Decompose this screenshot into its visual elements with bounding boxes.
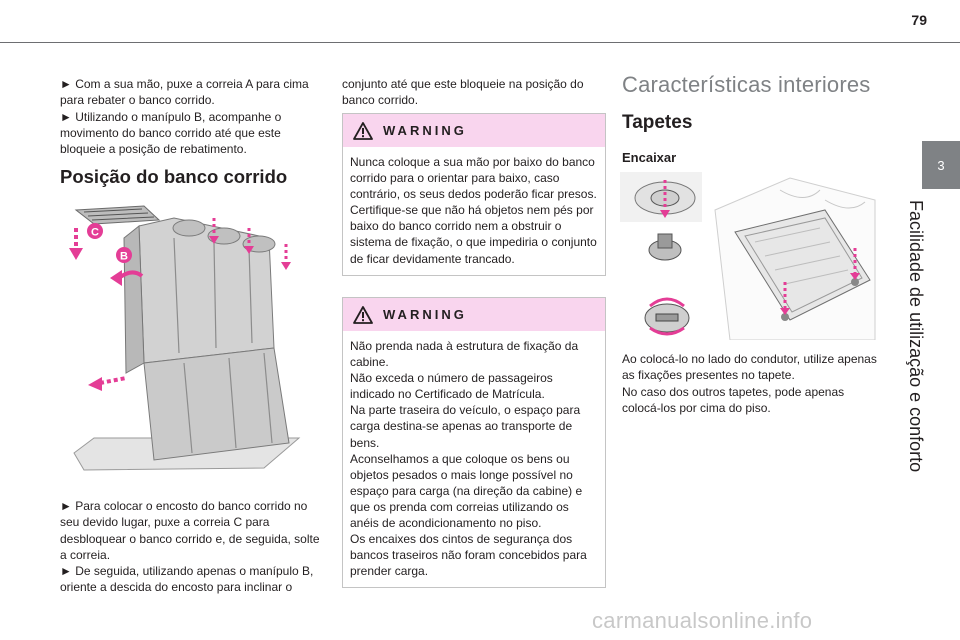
header-divider [0,42,960,43]
warning-box-1: WARNING Nunca coloque a sua mão por baix… [342,113,606,276]
page-number: 79 [911,12,927,28]
warning-paragraph: Não prenda nada à estrutura de fixação d… [350,339,579,370]
mats-paragraph-others: No caso dos outros tapetes, pode apenas … [622,384,845,415]
instruction-strap-c: ► Para colocar o encosto do banco corrid… [60,499,320,562]
warning-box-2: WARNING Não prenda nada à estrutura de f… [342,297,606,589]
section-title-bench-position: Posição do banco corrido [60,166,288,187]
warning-triangle-icon [353,305,373,324]
warning-paragraph: Nunca coloque a sua mão por baixo do ban… [350,155,597,202]
watermark: carmanualsonline.info [592,608,813,633]
intro-instructions: ► Com a sua mão, puxe a correia A para c… [60,76,323,157]
instruction-strap-a: ► Com a sua mão, puxe a correia A para c… [60,77,309,108]
chapter-heading: Características interiores [622,72,871,97]
warning-header: WARNING [343,114,605,147]
chapter-title: Facilidade de utilização e conforto [906,200,926,473]
warning-title: WARNING [383,123,467,138]
warning-title: WARNING [383,307,467,322]
instruction-handle-b-descent: ► De seguida, utilizando apenas o manípu… [60,564,314,595]
floor-mat-illustration [620,172,876,340]
mats-paragraph-driver: Ao colocá-lo no lado do condutor, utiliz… [622,352,877,383]
warning-paragraph: Certifique-se que não há objetos nem pés… [350,203,597,266]
instruction-handle-b: ► Utilizando o manípulo B, acompanhe o m… [60,109,282,157]
warning-paragraph: Aconselhamos a que coloque os bens ou ob… [350,451,583,531]
continuation-text: conjunto até que este bloqueie na posiçã… [342,76,604,109]
reposition-instructions: ► Para colocar o encosto do banco corrid… [60,498,323,596]
subsection-title-fit: Encaixar [622,150,677,165]
continuation-paragraph: conjunto até que este bloqueie na posiçã… [342,77,584,108]
warning-paragraph: Não exceda o número de passageiros indic… [350,371,553,402]
chapter-tab[interactable]: 3 [922,141,960,189]
warning-paragraph: Na parte traseira do veículo, o espaço p… [350,403,581,450]
mats-description: Ao colocá-lo no lado do condutor, utiliz… [622,351,886,416]
bench-seat-illustration: C B [69,205,301,471]
figure-label-c: C [91,227,99,239]
figure-label-b: B [120,251,128,263]
warning-header: WARNING [343,298,605,331]
warning-paragraph: Os encaixes dos cintos de segurança dos … [350,532,587,579]
section-title-mats: Tapetes [622,112,693,133]
warning-triangle-icon [353,121,373,140]
